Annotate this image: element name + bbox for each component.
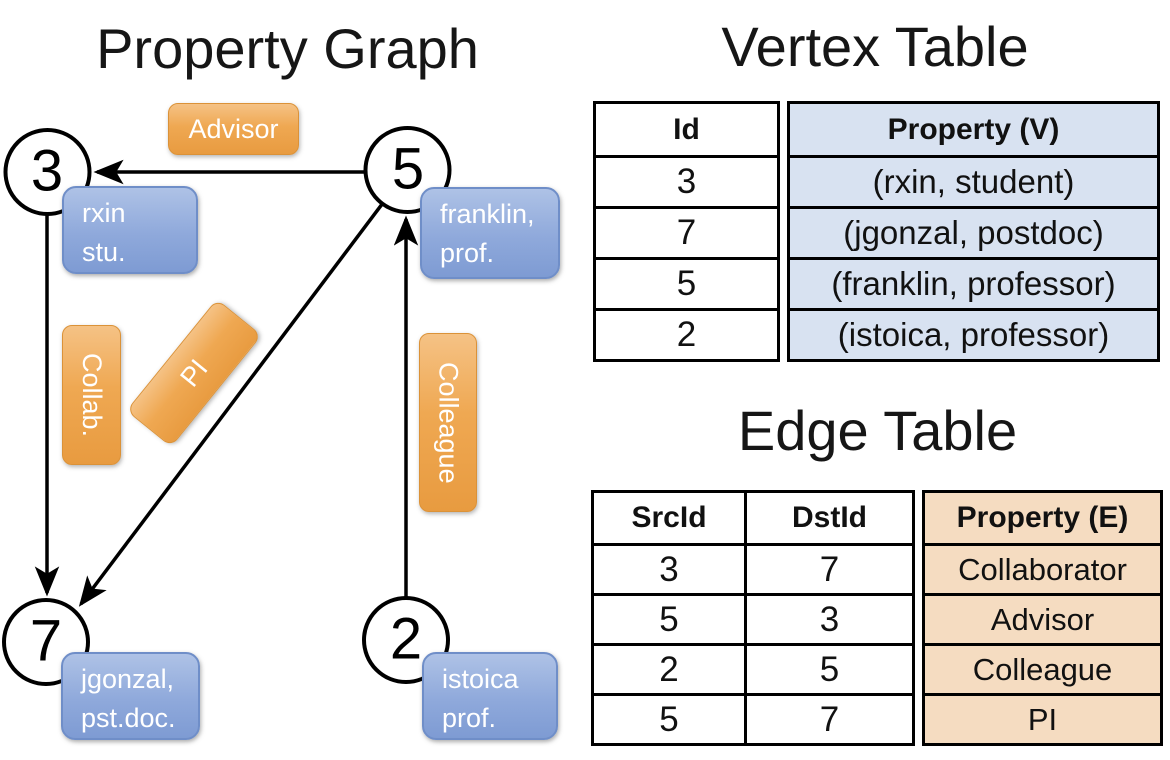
table-row: SrcId DstId	[594, 493, 912, 543]
edge-label-collab: Collab.	[62, 325, 121, 465]
vertex-table-header-property: Property (V)	[790, 104, 1157, 155]
table-cell: (jgonzal, postdoc)	[790, 206, 1157, 257]
edge-table-header-dstid: DstId	[744, 493, 912, 543]
table-row: 3 7	[594, 543, 912, 593]
edge-table-src-dst-columns: SrcId DstId 3 7 5 3 2 5 5 7	[591, 490, 915, 746]
table-cell: 7	[744, 546, 912, 593]
vertex-property-line: pst.doc.	[81, 703, 176, 733]
table-cell: 5	[659, 699, 679, 739]
table-cell: 3	[596, 155, 777, 206]
table-row: 5 7	[594, 693, 912, 743]
table-row: 5 3	[594, 593, 912, 643]
vertex-property-box-3: rxin stu.	[62, 186, 198, 274]
node-id-2: 2	[389, 606, 423, 672]
vertex-property-line: stu.	[82, 237, 126, 267]
node-id-7: 7	[29, 608, 63, 674]
table-cell: Colleague	[925, 643, 1160, 693]
vertex-property-line: prof.	[442, 703, 497, 733]
table-cell: PI	[925, 693, 1160, 743]
vertex-property-box-7: jgonzal, pst.doc.	[61, 652, 200, 740]
vertex-property-box-2: istoica prof.	[422, 652, 558, 740]
vertex-table-title: Vertex Table	[721, 15, 1029, 78]
edge-table-title: Edge Table	[737, 399, 1018, 462]
vertex-property-line: prof.	[440, 238, 495, 268]
vertex-property-box-5: franklin, prof.	[420, 187, 560, 279]
table-cell: 3	[744, 596, 912, 643]
table-cell: 5	[744, 646, 912, 693]
vertex-property-line: istoica	[442, 664, 519, 694]
vertex-table-header-id: Id	[673, 112, 700, 146]
node-id-3: 3	[30, 138, 64, 204]
vertex-table-property-column: Property (V) (rxin, student) (jgonzal, p…	[787, 101, 1160, 362]
vertex-property-line: jgonzal,	[81, 664, 175, 694]
table-cell: 5	[596, 257, 777, 308]
table-cell: 7	[744, 696, 912, 743]
vertex-property-line: rxin	[82, 198, 126, 228]
table-row: 2 5	[594, 643, 912, 693]
node-id-5: 5	[391, 136, 425, 202]
table-cell: (istoica, professor)	[790, 308, 1157, 359]
table-cell: 2	[596, 308, 777, 359]
table-cell: 3	[659, 549, 679, 589]
table-cell: Advisor	[925, 593, 1160, 643]
table-cell: 7	[596, 206, 777, 257]
edge-table-header-srcid: SrcId	[631, 501, 707, 534]
table-cell: Collaborator	[925, 543, 1160, 593]
table-cell: 2	[659, 649, 679, 689]
edge-table-header-property: Property (E)	[925, 493, 1160, 543]
property-graph-title: Property Graph	[96, 17, 479, 80]
edge-label-advisor: Advisor	[168, 103, 299, 155]
vertex-property-line: franklin,	[440, 199, 535, 229]
vertex-table-id-column: Id 3 7 5 2	[593, 101, 780, 362]
edge-5-to-7-pi	[78, 169, 409, 607]
table-cell: (rxin, student)	[790, 155, 1157, 206]
table-cell: 5	[659, 599, 679, 639]
table-cell: (franklin, professor)	[790, 257, 1157, 308]
edge-table-property-column: Property (E) Collaborator Advisor Collea…	[922, 490, 1163, 746]
edge-label-colleague: Colleague	[419, 333, 477, 512]
